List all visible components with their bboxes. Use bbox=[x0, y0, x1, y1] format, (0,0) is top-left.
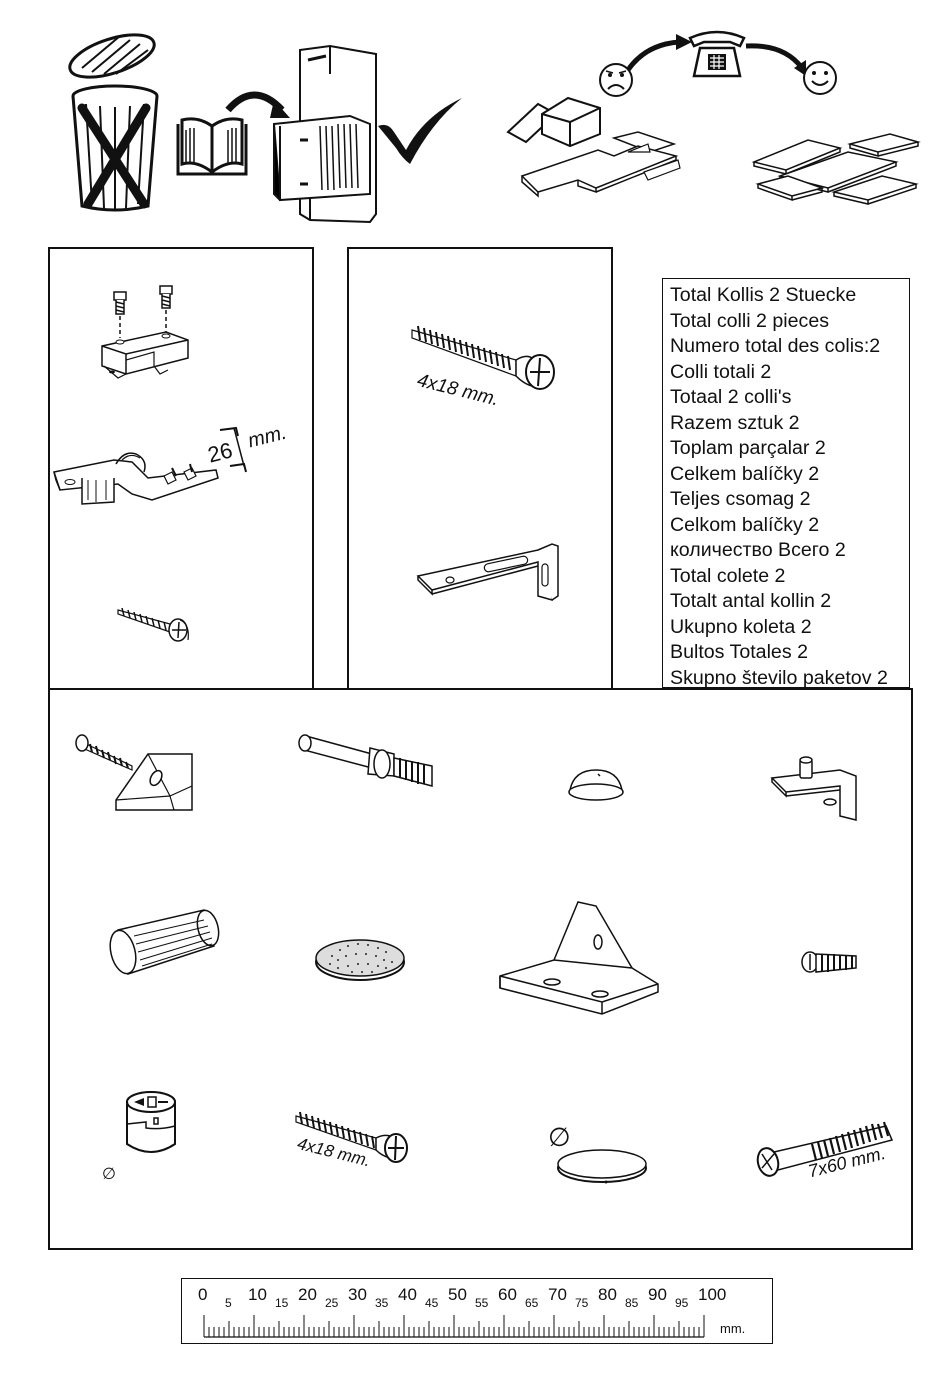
ruler-major-label: 0 bbox=[198, 1285, 208, 1304]
arrow-left-call-icon bbox=[625, 34, 692, 72]
package-count-box: Total Kollis 2 Stuecke Total colli 2 pie… bbox=[662, 278, 910, 689]
wood-screw-4x18-top-icon bbox=[411, 325, 555, 390]
package-line: Skupno število paketov 2 bbox=[670, 666, 888, 689]
box-icon bbox=[506, 96, 601, 148]
package-line: Celkem balíčky 2 bbox=[670, 462, 820, 485]
damaged-parts-icon bbox=[520, 131, 681, 198]
sad-face-icon bbox=[599, 63, 633, 97]
arrow-right-call-icon bbox=[745, 43, 806, 76]
felt-pad-icon bbox=[315, 939, 405, 981]
euro-screw-icon bbox=[801, 951, 857, 973]
ruler-minor-label: 55 bbox=[475, 1296, 489, 1310]
ruler-major-label: 70 bbox=[548, 1285, 567, 1304]
package-line: Teljes csomag 2 bbox=[670, 488, 811, 510]
ruler-major-label: 80 bbox=[598, 1285, 617, 1304]
package-line: Numero total des colis:2 bbox=[670, 335, 881, 357]
triangle-mounting-bracket-icon bbox=[499, 901, 659, 1015]
ruler-minor-label: 65 bbox=[525, 1296, 539, 1310]
corner-block-with-screw-icon bbox=[75, 734, 193, 811]
checkmark-icon bbox=[378, 98, 462, 164]
package-line: Toplam parçalar 2 bbox=[670, 437, 826, 459]
filing-cabinet-icon bbox=[272, 44, 377, 224]
package-line: Totaal 2 colli's bbox=[670, 386, 792, 408]
package-line: Bultos Totales 2 bbox=[670, 641, 808, 663]
screw-bracket-panel bbox=[347, 247, 613, 690]
package-line: количество Всего 2 bbox=[670, 539, 846, 561]
shelf-support-icon bbox=[770, 756, 857, 821]
ruler-minor-label: 95 bbox=[675, 1296, 689, 1310]
ruler-minor-label: 25 bbox=[325, 1296, 339, 1310]
ruler-major-label: 90 bbox=[648, 1285, 667, 1304]
ruler-ticks bbox=[203, 1315, 705, 1338]
cam-lock-diameter-label: ∅ bbox=[102, 1166, 116, 1183]
package-line: Totalt antal kollin 2 bbox=[670, 590, 832, 612]
hinge-dimension-bracket-icon bbox=[219, 426, 247, 473]
cam-bolt-icon bbox=[298, 734, 433, 787]
ruler-major-label: 60 bbox=[498, 1285, 517, 1304]
measurement-ruler: 0 10 20 30 40 50 60 70 80 90 100 5 15 25 35 45 55 65 75 85 9… bbox=[181, 1278, 773, 1344]
flat-disc-icon bbox=[557, 1149, 647, 1184]
wood-screw-4x18-bottom-icon bbox=[295, 1111, 408, 1163]
bolt-7x60-icon bbox=[756, 1121, 894, 1177]
cup-hinge-icon bbox=[53, 452, 219, 505]
package-line: Total colli 2 pieces bbox=[670, 309, 830, 332]
ruler-major-label: 50 bbox=[448, 1285, 467, 1304]
arrow-to-cabinet-icon bbox=[225, 91, 290, 118]
ruler-major-label: 30 bbox=[348, 1285, 367, 1304]
ruler-minor-label: 15 bbox=[275, 1296, 289, 1310]
cam-lock-icon bbox=[126, 1091, 176, 1153]
hinge-plate-with-screws-icon bbox=[101, 285, 189, 379]
wood-screw-small-icon bbox=[117, 607, 189, 642]
package-line: Colli totali 2 bbox=[670, 360, 772, 383]
ruler-labels: 0 10 20 30 40 50 60 70 80 90 100 5 15 25 35 45 55 65 75 85 9… bbox=[182, 1285, 772, 1311]
ruler-major-label: 100 bbox=[698, 1285, 727, 1304]
ruler-major-label: 20 bbox=[298, 1285, 317, 1304]
package-line: Celkom balíčky 2 bbox=[670, 513, 820, 536]
ruler-minor-label: 5 bbox=[225, 1296, 232, 1310]
ruler-major-label: 40 bbox=[398, 1285, 417, 1304]
ruler-minor-label: 35 bbox=[375, 1296, 389, 1310]
angle-bracket-icon bbox=[416, 543, 559, 601]
telephone-icon bbox=[688, 30, 746, 78]
happy-face-icon bbox=[803, 61, 837, 95]
ruler-major-label: 10 bbox=[248, 1285, 267, 1304]
package-line: Total Kollis 2 Stuecke bbox=[670, 284, 857, 306]
package-line: Total colete 2 bbox=[670, 564, 786, 587]
package-line: Razem sztuk 2 bbox=[670, 411, 800, 434]
package-line: Ukupno koleta 2 bbox=[670, 615, 812, 638]
manual-book-icon bbox=[176, 117, 248, 176]
wooden-dowel-icon bbox=[109, 909, 220, 975]
ruler-minor-label: 75 bbox=[575, 1296, 589, 1310]
ruler-unit: mm. bbox=[720, 1321, 746, 1336]
ruler-minor-label: 85 bbox=[625, 1296, 639, 1310]
hardware-panel bbox=[48, 688, 913, 1250]
disc-diameter-label: ∅ bbox=[548, 1122, 571, 1152]
bumper-pad-icon bbox=[568, 769, 624, 801]
trash-bin-icon bbox=[68, 33, 159, 212]
ruler-minor-label: 45 bbox=[425, 1296, 439, 1310]
flat-panels-icon bbox=[751, 133, 921, 205]
